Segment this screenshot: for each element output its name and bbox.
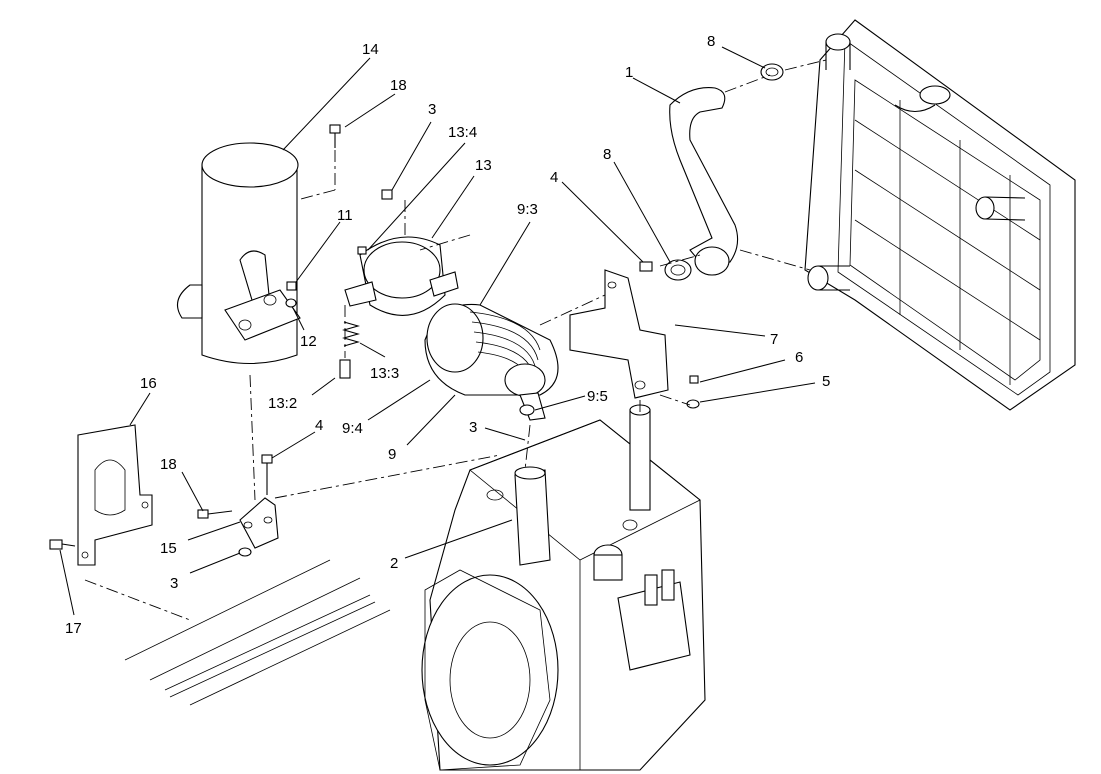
spring-13-3 [341,321,361,347]
callout-3-middle: 3 [469,419,477,436]
callout-11: 11 [337,207,353,224]
nut-3-lower [238,547,252,557]
stud-13-2 [339,359,351,379]
callout-3-lower: 3 [170,575,178,592]
callout-18-lower: 18 [160,456,177,473]
callout-15: 15 [160,540,177,557]
callout-2: 2 [390,555,398,572]
callout-8-top: 8 [707,33,715,50]
nut-3-top [381,189,393,200]
washer-12 [285,298,297,308]
callout-16: 16 [140,375,157,392]
callout-13-3: 13:3 [370,365,399,382]
callout-6: 6 [795,349,803,366]
hose-clamp-lower [664,259,692,281]
muffler [176,142,301,365]
callout-9-5: 9:5 [587,388,608,405]
radiator [804,19,1076,411]
callout-4-left: 4 [315,417,323,434]
bolt-13-4 [357,246,367,255]
callout-9: 9 [388,446,396,463]
radiator-hose [669,87,739,276]
leader-lines [59,46,816,616]
callout-7: 7 [770,331,778,348]
callout-13: 13 [475,157,492,174]
bolt-6 [689,375,699,384]
engine [421,404,706,771]
callout-5: 5 [822,373,830,390]
alignment-lines [84,59,827,621]
muffler-bracket [239,497,279,549]
callout-18-top: 18 [390,77,407,94]
bolt-4-lower [261,454,273,495]
frame-rails [124,559,391,706]
hose-clamp-upper [760,63,784,81]
callout-13-2: 13:2 [268,395,297,412]
callout-labels: 1 2 3 3 3 4 4 5 6 7 8 8 9 9:3 9:4 9:5 11… [65,33,830,637]
callout-9-3: 9:3 [517,201,538,218]
bolt-17 [49,539,76,550]
callout-1: 1 [625,64,633,81]
nut-11 [286,281,297,291]
bolt-18-lower [197,509,233,519]
callout-4-right: 4 [550,169,558,186]
washer-5 [686,399,700,409]
callout-8-middle: 8 [603,146,611,163]
callout-9-4: 9:4 [342,420,363,437]
air-cleaner-mount-bracket [569,269,669,399]
callout-3-top: 3 [428,101,436,118]
callout-13-4: 13:4 [448,124,477,141]
bolt-4-right [639,261,653,272]
air-cleaner [424,303,559,421]
air-cleaner-band [344,236,459,316]
callout-12: 12 [300,333,317,350]
callout-14: 14 [362,41,379,58]
heat-shield [77,424,153,566]
muffler-bolt-18 [329,124,341,148]
callout-17: 17 [65,620,82,637]
